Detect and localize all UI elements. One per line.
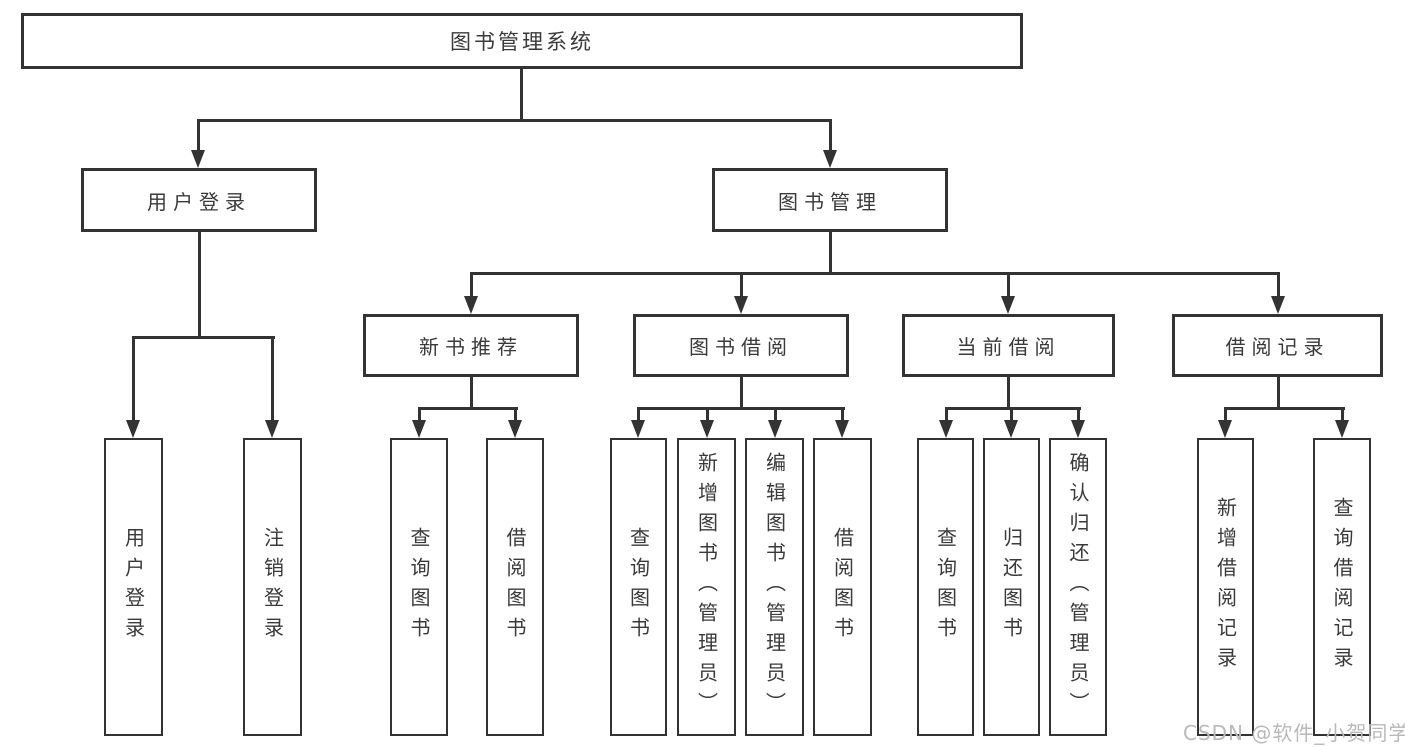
node-label: 查询图书 <box>626 527 651 647</box>
node-book-management: 图书管理 <box>712 168 948 232</box>
arrow-down-icon <box>191 150 205 168</box>
arrow-down-icon <box>508 420 522 438</box>
arrow-down-icon <box>768 420 782 438</box>
node-label: 确认归还（管理员） <box>1066 452 1090 722</box>
arrow-down-icon <box>1071 420 1085 438</box>
arrow-down-icon <box>823 150 837 168</box>
connector-new-books-branch <box>418 407 518 410</box>
node-label: 借阅图书 <box>830 527 855 647</box>
connector-stem-leaf <box>132 336 135 421</box>
node-label: 图书借阅 <box>689 335 793 359</box>
connector-book-mgmt-stem <box>829 232 832 273</box>
connector-stem-leaf <box>271 336 274 421</box>
leaf-query-books-recommend: 查询图书 <box>390 438 448 736</box>
node-label: 归还图书 <box>999 527 1024 647</box>
leaf-query-books-borrow: 查询图书 <box>610 438 667 736</box>
connector-stem-leaf <box>841 407 844 421</box>
arrow-down-icon <box>1335 420 1349 438</box>
connector-stem-leaf <box>1010 407 1013 421</box>
node-label: 新增图书（管理员） <box>694 452 719 722</box>
node-label: 图书管理 <box>778 189 882 214</box>
leaf-confirm-return-admin: 确认归还（管理员） <box>1049 438 1107 736</box>
arrow-down-icon <box>126 420 140 438</box>
node-label: 新书推荐 <box>419 335 523 359</box>
arrow-down-icon <box>1271 296 1285 314</box>
connector-new-books-stem <box>470 377 473 408</box>
connector-stem-leaf <box>774 407 777 421</box>
connector-stem-leaf <box>945 407 948 421</box>
leaf-query-borrow-record: 查询借阅记录 <box>1313 438 1371 736</box>
connector-book-borrow-branch <box>637 407 845 410</box>
connector-stem-leaf <box>706 407 709 421</box>
connector-user-login-stem <box>198 232 201 337</box>
connector-stem-book-borrow <box>740 272 743 297</box>
node-book-borrowing: 图书借阅 <box>633 314 849 377</box>
csdn-watermark: CSDN @软件_小贺同学 <box>1183 721 1405 745</box>
leaf-borrow-books: 借阅图书 <box>813 438 872 736</box>
node-label: 查询图书 <box>933 527 958 647</box>
connector-stem-user-login <box>197 119 200 152</box>
connector-stem-leaf <box>418 407 421 421</box>
connector-stem-leaf <box>1077 407 1080 421</box>
leaf-return-books: 归还图书 <box>983 438 1040 736</box>
connector-stem-leaf <box>1341 407 1344 421</box>
node-user-login: 用户登录 <box>81 168 317 232</box>
arrow-down-icon <box>700 420 714 438</box>
arrow-down-icon <box>412 420 426 438</box>
connector-user-login-branch <box>132 336 275 339</box>
leaf-add-borrow-record: 新增借阅记录 <box>1197 438 1254 736</box>
arrow-down-icon <box>265 420 279 438</box>
arrow-down-icon <box>631 420 645 438</box>
connector-root-stem <box>520 69 523 120</box>
node-borrowing-records: 借阅记录 <box>1172 314 1383 377</box>
leaf-logout: 注销登录 <box>243 438 302 736</box>
connector-stem-leaf <box>637 407 640 421</box>
node-label: 图书管理系统 <box>450 30 594 54</box>
connector-stem-leaf <box>1224 407 1227 421</box>
connector-stem-borrow-records <box>1277 272 1280 297</box>
arrow-down-icon <box>464 296 478 314</box>
arrow-down-icon <box>734 296 748 314</box>
leaf-borrow-books-recommend: 借阅图书 <box>486 438 544 736</box>
arrow-down-icon <box>835 420 849 438</box>
arrow-down-icon <box>1001 296 1015 314</box>
connector-current-borrow-stem <box>1007 377 1010 408</box>
connector-stem-leaf <box>514 407 517 421</box>
node-new-book-recommend: 新书推荐 <box>363 314 579 377</box>
leaf-user-login: 用户登录 <box>104 438 163 736</box>
connector-book-borrow-stem <box>740 377 743 408</box>
arrow-down-icon <box>1004 420 1018 438</box>
node-label: 编辑图书（管理员） <box>762 452 787 722</box>
connector-current-borrow-branch <box>945 407 1081 410</box>
node-label: 查询图书 <box>407 527 431 647</box>
arrow-down-icon <box>1218 420 1232 438</box>
arrow-down-icon <box>939 420 953 438</box>
node-label: 当前借阅 <box>956 335 1061 359</box>
node-label: 查询借阅记录 <box>1330 497 1354 677</box>
connector-book-mgmt-branch <box>470 272 1280 275</box>
connector-stem-new-books <box>470 272 473 297</box>
node-label: 借阅记录 <box>1225 335 1330 359</box>
connector-root-branch <box>197 119 832 122</box>
node-label: 用户登录 <box>121 527 146 647</box>
node-label: 用户登录 <box>147 189 251 214</box>
node-label: 借阅图书 <box>503 527 527 647</box>
connector-borrow-records-stem <box>1277 377 1280 408</box>
connector-stem-current-borrow <box>1007 272 1010 297</box>
node-root-library-management-system: 图书管理系统 <box>21 13 1023 69</box>
node-label: 注销登录 <box>260 527 285 647</box>
node-label: 新增借阅记录 <box>1213 497 1238 677</box>
leaf-add-books-admin: 新增图书（管理员） <box>677 438 736 736</box>
leaf-query-books-current: 查询图书 <box>917 438 974 736</box>
node-current-borrowing: 当前借阅 <box>902 314 1115 377</box>
leaf-edit-books-admin: 编辑图书（管理员） <box>745 438 804 736</box>
connector-borrow-records-branch <box>1224 407 1345 410</box>
connector-stem-book-mgmt <box>829 119 832 152</box>
